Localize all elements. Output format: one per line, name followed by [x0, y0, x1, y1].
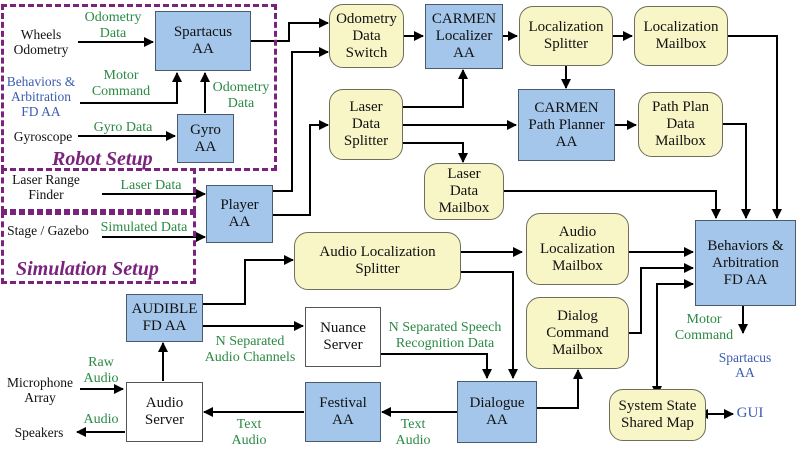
- audible-fd-aa[interactable]: AUDIBLE FD AA: [126, 294, 203, 342]
- gyro-aa[interactable]: Gyro AA: [177, 114, 234, 163]
- audio-localization-splitter[interactable]: Audio Localization Splitter: [294, 232, 461, 290]
- spartacus-aa[interactable]: Spartacus AA: [155, 11, 251, 71]
- edge-lasersplitter-lasermailbox: [402, 142, 468, 163]
- motor-command-label-1: Motor Command: [91, 68, 151, 99]
- system-state-shared-map[interactable]: System State Shared Map: [609, 389, 706, 441]
- odometry-data-label-2: Odometry Data: [212, 80, 270, 111]
- robot-setup-title: Robot Setup: [52, 148, 153, 170]
- edge-systemstate-behaviors: [652, 279, 694, 396]
- festival-aa[interactable]: Festival AA: [305, 382, 381, 442]
- edge-dialogue-dialogmailbox: [536, 369, 583, 409]
- edge-pathmailbox-behaviors: [722, 123, 751, 219]
- gyroscope-label: Gyroscope: [13, 129, 73, 144]
- edge-dialogmailbox-behaviors: [628, 263, 694, 334]
- edge-audiosplit-dialogue: [460, 271, 518, 379]
- odometry-data-switch[interactable]: Odometry Data Switch: [329, 4, 404, 68]
- stage-gazebo-label: Stage / Gazebo: [7, 223, 89, 238]
- nuance-server[interactable]: Nuance Server: [305, 307, 381, 367]
- simulation-setup-title: Simulation Setup: [16, 258, 159, 280]
- behaviors-arbitration-fd-aa[interactable]: Behaviors & Arbitration FD AA: [695, 220, 796, 306]
- n-separated-audio-channels-label: N Separated Audio Channels: [204, 334, 296, 365]
- carmen-path-planner-aa[interactable]: CARMEN Path Planner AA: [518, 89, 615, 161]
- edge-audible-audiosplit: [202, 255, 294, 305]
- raw-audio-label: Raw Audio: [83, 355, 119, 386]
- audio-server[interactable]: Audio Server: [126, 382, 203, 442]
- wheels-odometry-label: Wheels Odometry: [13, 27, 69, 57]
- gui-label: GUI: [736, 405, 764, 421]
- speakers-label: Speakers: [14, 425, 64, 440]
- carmen-localizer-aa[interactable]: CARMEN Localizer AA: [425, 4, 503, 69]
- path-plan-data-mailbox[interactable]: Path Plan Data Mailbox: [638, 92, 723, 157]
- player-aa[interactable]: Player AA: [206, 185, 273, 243]
- text-audio-label-1: Text Audio: [231, 417, 267, 448]
- edge-lasersplitter-localizer: [402, 69, 468, 108]
- simulated-data-label: Simulated Data: [100, 220, 188, 235]
- n-separated-speech-label: N Separated Speech Recognition Data: [388, 320, 502, 351]
- laser-data-label: Laser Data: [120, 178, 182, 193]
- edge-motor-spartacus: [80, 72, 182, 104]
- edge-locmailbox-behaviors: [727, 35, 782, 219]
- audio-localization-mailbox[interactable]: Audio Localization Mailbox: [526, 213, 629, 285]
- edge-nuance-dialogue: [380, 353, 492, 379]
- text-audio-label-2: Text Audio: [395, 417, 431, 448]
- edge-player-odoswitch: [272, 47, 329, 192]
- robot-setup-boundary-ext: [1, 168, 196, 212]
- edge-spartacus-odoswitch: [250, 18, 329, 42]
- dialog-command-mailbox[interactable]: Dialog Command Mailbox: [526, 297, 629, 369]
- simulation-setup-boundary: [1, 212, 196, 284]
- behaviors-ref-label: Behaviors & Arbitration FD AA: [6, 74, 76, 119]
- microphone-array-label: Microphone Array: [7, 375, 73, 405]
- audio-label: Audio: [83, 412, 119, 427]
- odometry-data-label-1: Odometry Data: [84, 10, 142, 41]
- motor-command-label-2: Motor Command: [674, 312, 734, 343]
- laser-data-mailbox[interactable]: Laser Data Mailbox: [424, 163, 504, 220]
- edge-lasermailbox-behaviors: [503, 190, 721, 219]
- dialogue-aa[interactable]: Dialogue AA: [457, 381, 537, 443]
- localization-splitter[interactable]: Localization Splitter: [519, 6, 613, 66]
- gyro-data-label: Gyro Data: [93, 120, 153, 135]
- edge-player-lasersplitter: [272, 120, 329, 216]
- laser-data-splitter[interactable]: Laser Data Splitter: [329, 89, 403, 160]
- laser-range-finder-label: Laser Range Finder: [12, 172, 80, 202]
- localization-mailbox[interactable]: Localization Mailbox: [634, 6, 728, 66]
- spartacus-ref-label: Spartacus AA: [718, 350, 772, 380]
- robot-setup-boundary: [1, 4, 277, 171]
